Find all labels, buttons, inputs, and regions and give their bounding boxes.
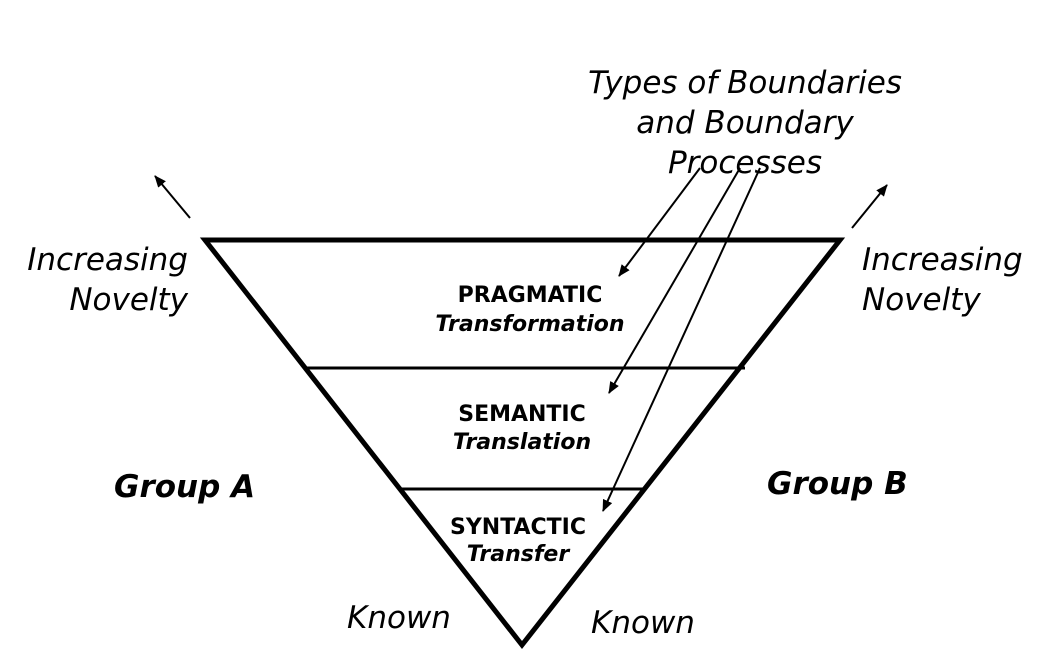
diagram-title: Types of Boundaries and Boundary Process…	[575, 63, 915, 183]
left-novelty-line-1: Increasing	[27, 242, 188, 278]
layer-syntactic-name: SYNTACTIC	[450, 515, 586, 540]
novelty-arrow-right	[851, 184, 888, 229]
known-right-label: Known	[591, 605, 695, 641]
pointer-arrow-syntactic	[602, 167, 761, 512]
inverted-triangle	[199, 237, 846, 650]
layer-semantic-name: SEMANTIC	[458, 402, 586, 427]
layer-syntactic-process: Transfer	[466, 542, 570, 567]
title-line-1: Types of Boundaries	[588, 65, 902, 101]
layer-syntactic: SYNTACTIC Transfer	[418, 517, 618, 566]
layer-pragmatic: PRAGMATIC Transformation	[400, 285, 660, 336]
layer-pragmatic-name: PRAGMATIC	[457, 283, 603, 308]
right-novelty-label: Increasing Novelty	[862, 240, 1042, 320]
group-b-label: Group B	[767, 466, 908, 502]
right-novelty-line-2: Novelty	[862, 282, 981, 318]
layer-pragmatic-process: Transformation	[435, 312, 625, 337]
known-left-label: Known	[347, 600, 451, 636]
pointer-arrow-semantic	[608, 167, 741, 394]
pointer-arrow-pragmatic	[618, 167, 701, 277]
group-a-label: Group A	[114, 469, 256, 505]
title-line-2: and Boundary	[636, 105, 854, 141]
right-novelty-line-1: Increasing	[862, 242, 1023, 278]
layer-semantic: SEMANTIC Translation	[402, 404, 642, 454]
title-line-3: Processes	[667, 145, 823, 181]
left-novelty-label: Increasing Novelty	[10, 240, 188, 320]
layer-semantic-process: Translation	[452, 430, 592, 455]
novelty-arrow-left	[154, 175, 191, 219]
left-novelty-line-2: Novelty	[69, 282, 188, 318]
